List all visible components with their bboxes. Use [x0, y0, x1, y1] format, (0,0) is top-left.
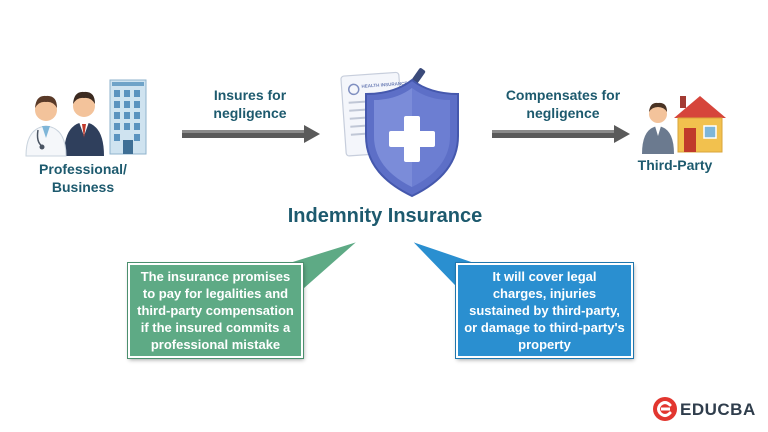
third-party-icon: [642, 96, 726, 154]
professional-business-label: Professional/ Business: [39, 161, 127, 195]
diagram-title: Indemnity Insurance: [287, 205, 483, 227]
coverage-text: It will cover legal charges, injuries su…: [464, 269, 625, 352]
coverage-callout: It will cover legal charges, injuries su…: [455, 262, 634, 359]
compensates-label: Compensates for negligence: [505, 87, 621, 121]
third-party-label: Third-Party: [637, 157, 713, 173]
legal-compensation-callout: The insurance promises to pay for legali…: [127, 262, 304, 359]
professional-business-icon: [25, 79, 147, 157]
indemnity-shield-icon: HEALTH INSURANCE: [340, 68, 459, 198]
educba-logo-icon: [653, 397, 677, 421]
legal-compensation-text: The insurance promises to pay for legali…: [137, 269, 294, 352]
document-heading: HEALTH INSURANCE: [361, 81, 407, 89]
arrow-insures: [182, 125, 320, 143]
insures-label: Insures for negligence: [213, 87, 287, 121]
arrow-compensates: [492, 125, 630, 143]
educba-logo-text[interactable]: EDUCBA: [680, 400, 756, 419]
